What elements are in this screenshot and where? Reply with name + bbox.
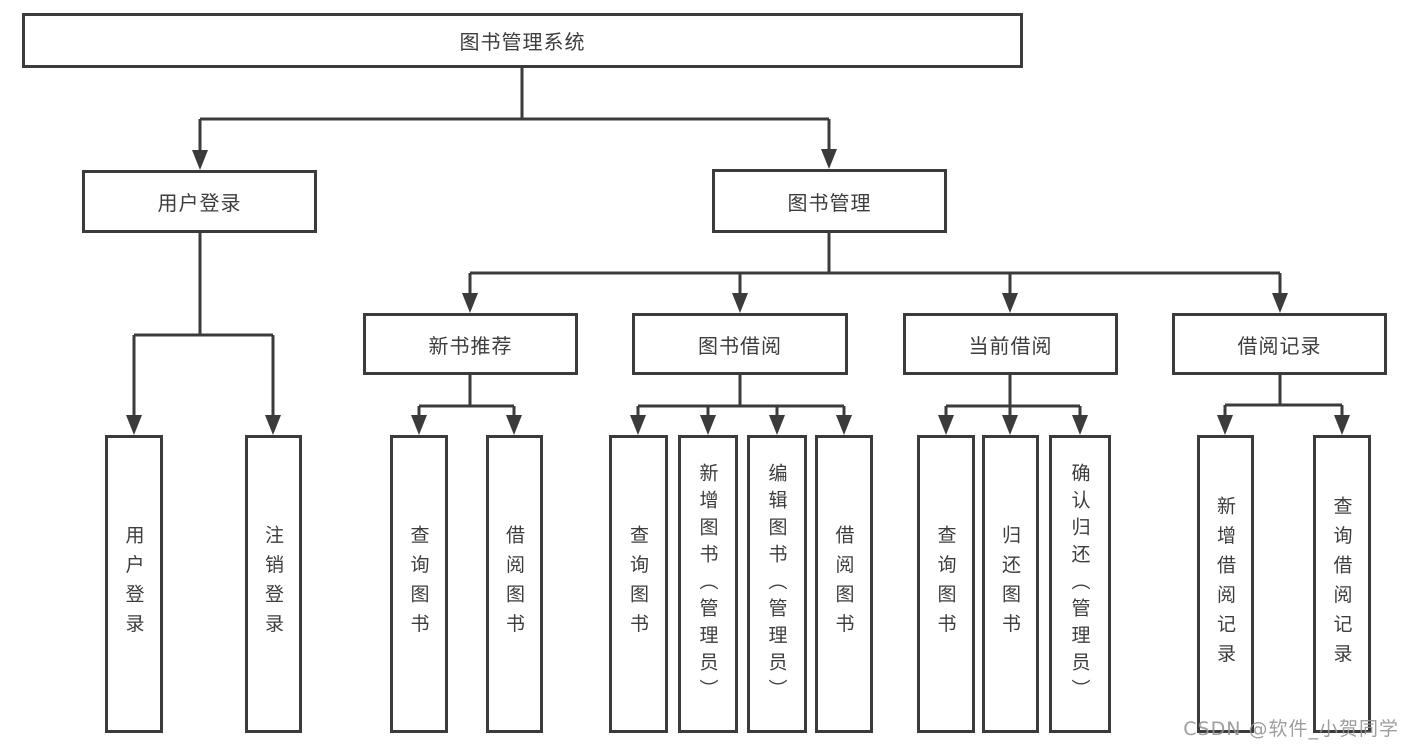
node-logout-label: 注销登录: [262, 525, 284, 643]
node-edit-books-admin-label: 编辑图书（管理员）: [765, 462, 788, 706]
node-borrow-books-recommend-label: 借阅图书: [503, 525, 525, 643]
node-user-login-leaf: 用户登录: [105, 435, 163, 733]
node-return-books-label: 归还图书: [999, 525, 1021, 643]
node-query-books-current: 查询图书: [917, 435, 975, 733]
node-add-borrow-record: 新增借阅记录: [1197, 435, 1254, 733]
node-current-borrowing: 当前借阅: [903, 313, 1118, 375]
node-library-system: 图书管理系统: [22, 13, 1023, 68]
node-confirm-return-admin-label: 确认归还（管理员）: [1068, 462, 1091, 706]
node-query-books-borrowing-label: 查询图书: [627, 525, 649, 643]
node-borrow-books: 借阅图书: [815, 435, 873, 733]
watermark-text: CSDN @软件_小贺同学: [1183, 718, 1399, 740]
node-edit-books-admin: 编辑图书（管理员）: [747, 435, 807, 733]
node-book-borrowing: 图书借阅: [632, 313, 848, 375]
node-query-borrow-record: 查询借阅记录: [1313, 435, 1371, 733]
node-confirm-return-admin: 确认归还（管理员）: [1049, 435, 1111, 733]
node-user-login-leaf-label: 用户登录: [122, 525, 145, 643]
node-borrowing-records: 借阅记录: [1172, 313, 1387, 375]
node-query-borrow-record-label: 查询借阅记录: [1330, 495, 1353, 673]
node-query-books-current-label: 查询图书: [934, 525, 957, 643]
node-add-books-admin-label: 新增图书（管理员）: [696, 462, 719, 706]
node-query-books-recommend-label: 查询图书: [407, 525, 430, 643]
node-add-books-admin: 新增图书（管理员）: [678, 435, 738, 733]
node-borrow-books-label: 借阅图书: [832, 525, 855, 643]
node-new-book-recommend: 新书推荐: [363, 313, 578, 375]
node-query-books-recommend: 查询图书: [390, 435, 448, 733]
node-query-books-borrowing: 查询图书: [609, 435, 668, 733]
node-logout: 注销登录: [245, 435, 302, 733]
node-book-management: 图书管理: [712, 169, 947, 233]
node-borrow-books-recommend: 借阅图书: [486, 435, 543, 733]
node-user-login: 用户登录: [82, 170, 317, 233]
node-add-borrow-record-label: 新增借阅记录: [1214, 495, 1236, 673]
node-return-books: 归还图书: [982, 435, 1039, 733]
